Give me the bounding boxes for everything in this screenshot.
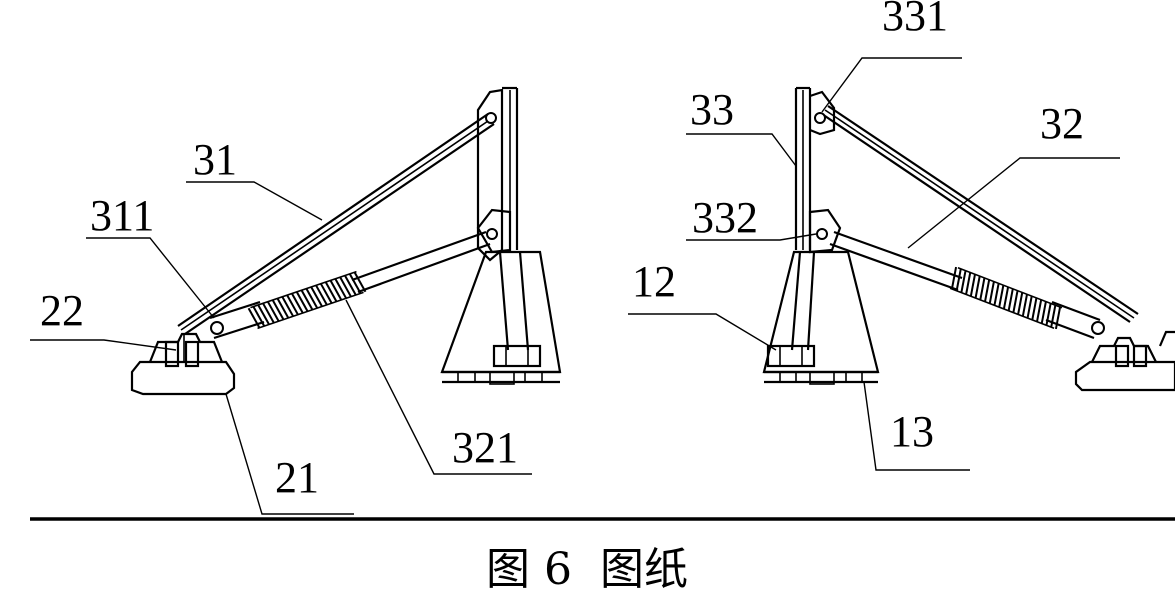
label-13: 13: [890, 407, 934, 456]
right-long-rod: [821, 105, 1139, 323]
left-top-pin: [485, 112, 497, 124]
left-spring: [247, 270, 367, 330]
left-mid-pin: [486, 228, 498, 240]
left-long-rod: [177, 113, 495, 335]
right-spring: [949, 266, 1063, 330]
right-top-pin: [814, 112, 826, 124]
right-left-base: [762, 250, 880, 385]
left-cylinder: [209, 230, 491, 340]
label-32: 32: [1040, 99, 1084, 148]
left-left-base: [130, 332, 236, 396]
label-311: 311: [90, 191, 154, 240]
left-right-base: [440, 250, 562, 385]
figure-caption: 图 6 图纸: [486, 544, 688, 595]
left-bottom-pin: [210, 321, 224, 335]
label-21: 21: [275, 453, 319, 502]
right-bottom-pin: [1091, 321, 1105, 335]
label-12: 12: [632, 257, 676, 306]
label-31: 31: [193, 135, 237, 184]
label-321: 321: [452, 423, 518, 472]
leader-lines: [30, 57, 1120, 515]
part-labels: 31 311 22 321 21 331 33 32 332 12 13: [40, 0, 1084, 502]
label-332: 332: [692, 193, 758, 242]
right-right-base: [1074, 330, 1175, 392]
left-assembly: [130, 86, 562, 396]
label-33: 33: [690, 85, 734, 134]
label-22: 22: [40, 286, 84, 335]
right-assembly: [762, 86, 1175, 392]
label-331: 331: [882, 0, 948, 40]
right-upper-plate: [794, 86, 836, 250]
right-mid-bracket: [808, 208, 842, 254]
right-cylinder: [829, 230, 1101, 340]
left-mid-bracket: [476, 208, 512, 254]
right-mid-pin: [816, 228, 828, 240]
